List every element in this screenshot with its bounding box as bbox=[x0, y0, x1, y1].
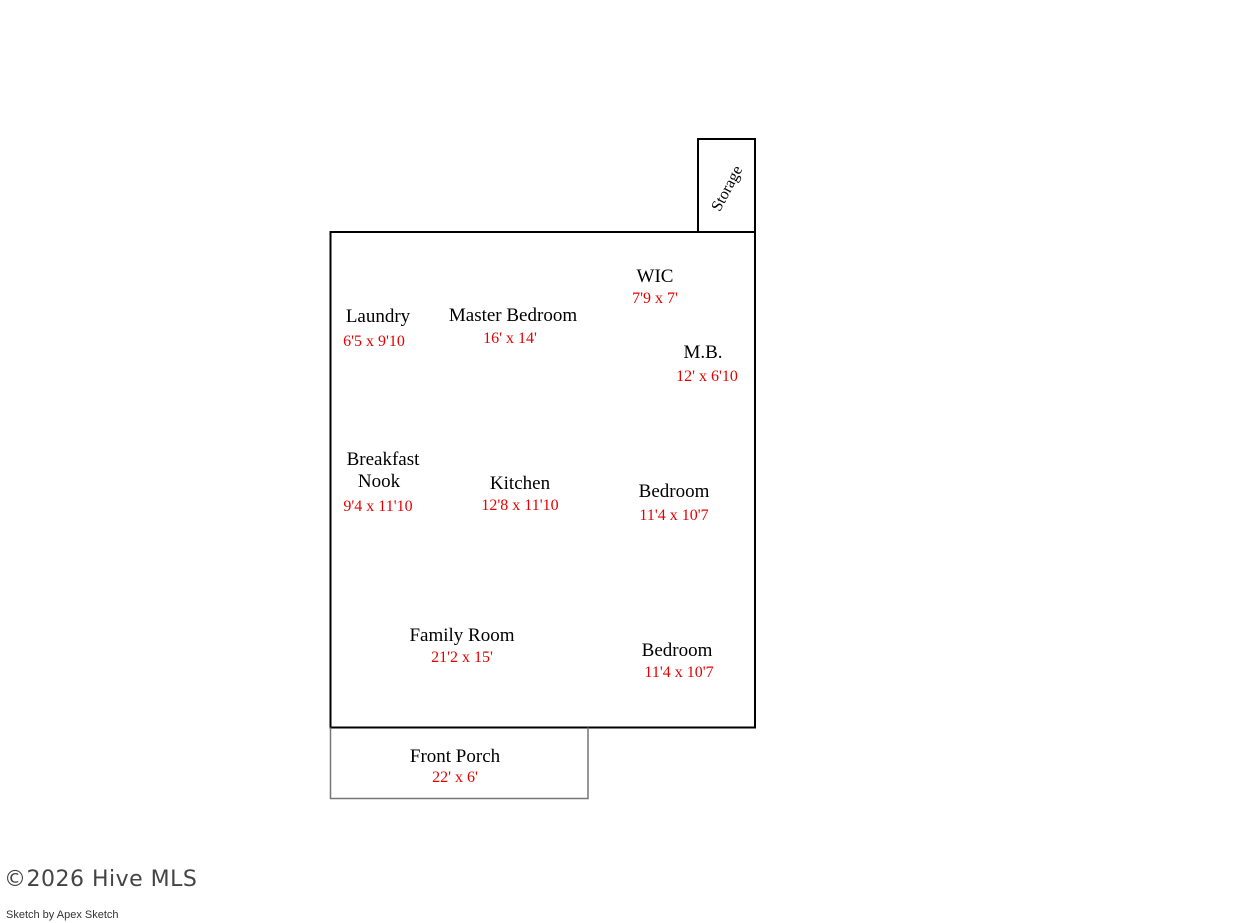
bedroom-1-label: Bedroom bbox=[639, 481, 710, 502]
front-porch-label: Front Porch bbox=[410, 746, 501, 767]
front-porch-outline bbox=[329, 727, 589, 800]
wic-label: WIC bbox=[637, 266, 674, 287]
breakfast-nook-label-line1: Breakfast bbox=[347, 449, 421, 470]
kitchen-dimensions: 12'8 x 11'10 bbox=[481, 497, 558, 514]
kitchen-label: Kitchen bbox=[490, 473, 551, 494]
storage-label: Storage bbox=[708, 163, 746, 214]
breakfast-nook-label-line2: Nook bbox=[358, 471, 401, 492]
breakfast-nook-dimensions: 9'4 x 11'10 bbox=[343, 498, 412, 515]
mb-label: M.B. bbox=[683, 342, 722, 363]
front-porch-dimensions: 22' x 6' bbox=[432, 769, 478, 786]
master-bedroom-label: Master Bedroom bbox=[449, 305, 577, 326]
sketch-credit: Sketch by Apex Sketch bbox=[6, 909, 119, 921]
wic-dimensions: 7'9 x 7' bbox=[632, 290, 678, 307]
master-bedroom-dimensions: 16' x 14' bbox=[483, 330, 537, 347]
laundry-label: Laundry bbox=[346, 306, 411, 327]
family-room-label: Family Room bbox=[409, 625, 514, 646]
bedroom-1-dimensions: 11'4 x 10'7 bbox=[639, 507, 708, 524]
bedroom-2-dimensions: 11'4 x 10'7 bbox=[644, 664, 713, 681]
bedroom-2-label: Bedroom bbox=[642, 640, 713, 661]
mb-dimensions: 12' x 6'10 bbox=[676, 368, 738, 385]
house-outline bbox=[329, 231, 756, 729]
laundry-dimensions: 6'5 x 9'10 bbox=[343, 333, 405, 350]
copyright-text: ©2026 Hive MLS bbox=[4, 867, 198, 892]
family-room-dimensions: 21'2 x 15' bbox=[431, 649, 493, 666]
